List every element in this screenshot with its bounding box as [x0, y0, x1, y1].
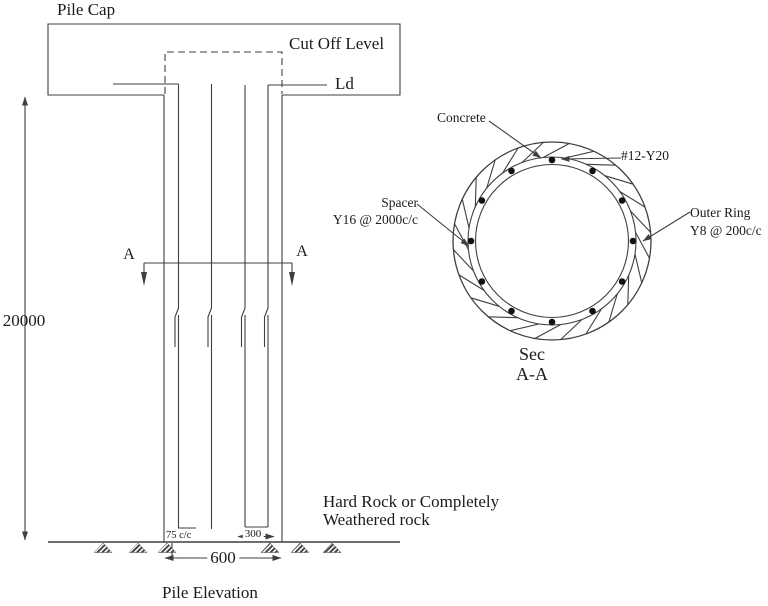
section-marker-a-right: A	[296, 243, 308, 260]
ld-label: Ld	[335, 74, 354, 93]
section-caption-line1: Sec	[519, 344, 545, 364]
rock-stratum-label: Hard Rock or Completely Weathered rock	[323, 493, 499, 529]
outer-ring-label-line1: Outer Ring	[690, 205, 751, 220]
pile-cap-label: Pile Cap	[57, 0, 116, 19]
section-caption: Sec A-A	[516, 344, 548, 384]
section-outer-circle	[452, 141, 652, 341]
section-cut-line	[141, 262, 295, 286]
main-bars-label: #12-Y20	[621, 148, 669, 163]
outer-ring-label: Outer Ring Y8 @ 200c/c	[690, 204, 762, 240]
ring-outer-circle	[467, 156, 637, 326]
ring-hatch	[452, 141, 652, 341]
cutoff-dashed-box	[164, 51, 283, 94]
spacer-label-line2: Y16 @ 2000c/c	[332, 212, 418, 227]
concrete-label: Concrete	[437, 110, 486, 125]
cut-off-level-label: Cut Off Level	[289, 34, 385, 53]
bar-spacing-dimension: 300	[242, 528, 264, 541]
section-a-a-drawing	[416, 120, 691, 341]
pile-cap-outline	[47, 23, 401, 96]
rock-stratum-line2: Weathered rock	[323, 510, 430, 529]
spacer-label: Spacer Y16 @ 2000c/c	[326, 194, 418, 228]
spacer-label-line1: Spacer	[381, 195, 418, 210]
rock-stratum-line1: Hard Rock or Completely	[323, 492, 500, 511]
leader-lines	[416, 120, 691, 247]
ring-inner-circle	[474, 163, 630, 319]
bottom-ring-spacing-label: 75 c/c	[166, 530, 192, 541]
pile-elevation-drawing	[22, 23, 401, 561]
rebar-lines	[171, 84, 269, 556]
section-marker-a-left: A	[123, 246, 135, 263]
soil-hatch-marks	[93, 542, 342, 553]
pile-width-dimension: 600	[207, 549, 239, 567]
pile-length-dimension: 20000	[2, 311, 46, 330]
outer-ring-label-line2: Y8 @ 200c/c	[690, 223, 762, 238]
pile-elevation-caption: Pile Elevation	[162, 583, 258, 602]
section-caption-line2: A-A	[516, 364, 548, 384]
